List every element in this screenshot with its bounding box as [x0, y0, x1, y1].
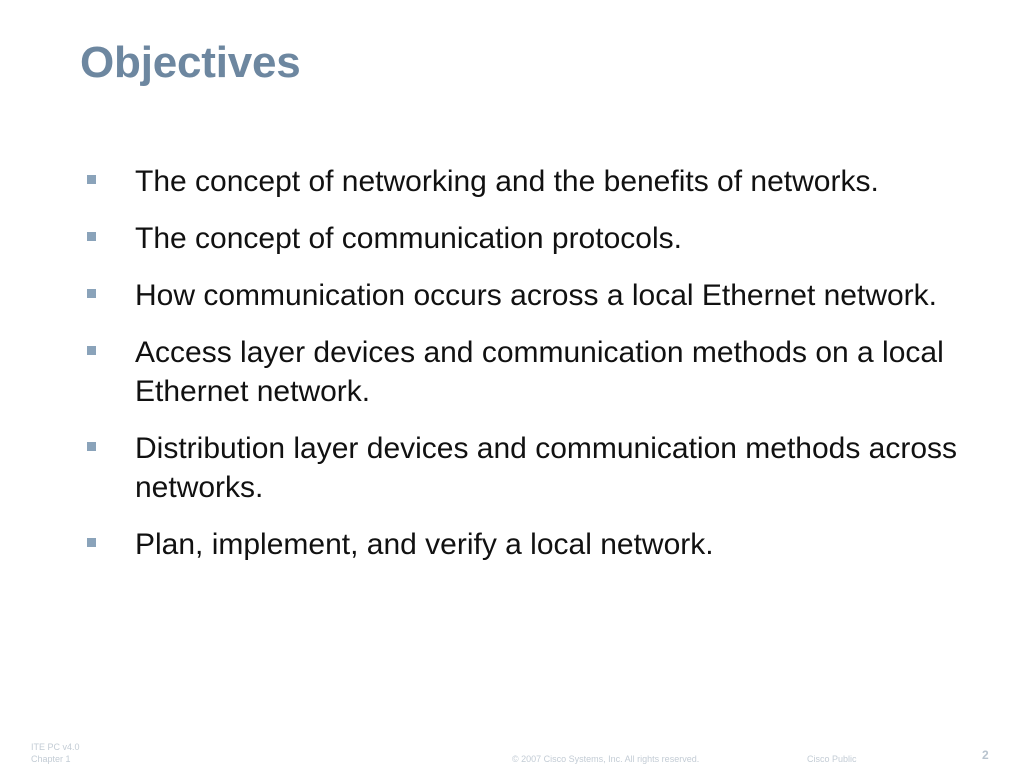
objectives-list: The concept of networking and the benefi… — [84, 162, 964, 582]
footer-chapter: Chapter 1 — [31, 754, 71, 764]
page-number: 2 — [982, 748, 989, 762]
list-item: The concept of networking and the benefi… — [84, 162, 964, 201]
list-item: Access layer devices and communication m… — [84, 333, 964, 411]
square-bullet-icon — [87, 538, 96, 547]
slide-title: Objectives — [80, 38, 301, 87]
footer-classification: Cisco Public — [807, 754, 857, 764]
square-bullet-icon — [87, 232, 96, 241]
list-item: How communication occurs across a local … — [84, 276, 964, 315]
square-bullet-icon — [87, 175, 96, 184]
bullet-text: Access layer devices and communication m… — [135, 336, 944, 408]
square-bullet-icon — [87, 346, 96, 355]
bullet-text: How communication occurs across a local … — [135, 279, 938, 312]
bullet-text: Plan, implement, and verify a local netw… — [135, 528, 714, 561]
bullet-text: Distribution layer devices and communica… — [135, 432, 958, 504]
square-bullet-icon — [87, 289, 96, 298]
list-item: Plan, implement, and verify a local netw… — [84, 525, 964, 564]
bullet-text: The concept of networking and the benefi… — [135, 165, 879, 198]
footer-copyright: © 2007 Cisco Systems, Inc. All rights re… — [512, 754, 700, 764]
footer-course: ITE PC v4.0 — [31, 742, 80, 752]
list-item: The concept of communication protocols. — [84, 219, 964, 258]
square-bullet-icon — [87, 442, 96, 451]
list-item: Distribution layer devices and communica… — [84, 429, 964, 507]
footer-course-info: ITE PC v4.0 Chapter 1 — [31, 741, 80, 765]
bullet-text: The concept of communication protocols. — [135, 222, 682, 255]
